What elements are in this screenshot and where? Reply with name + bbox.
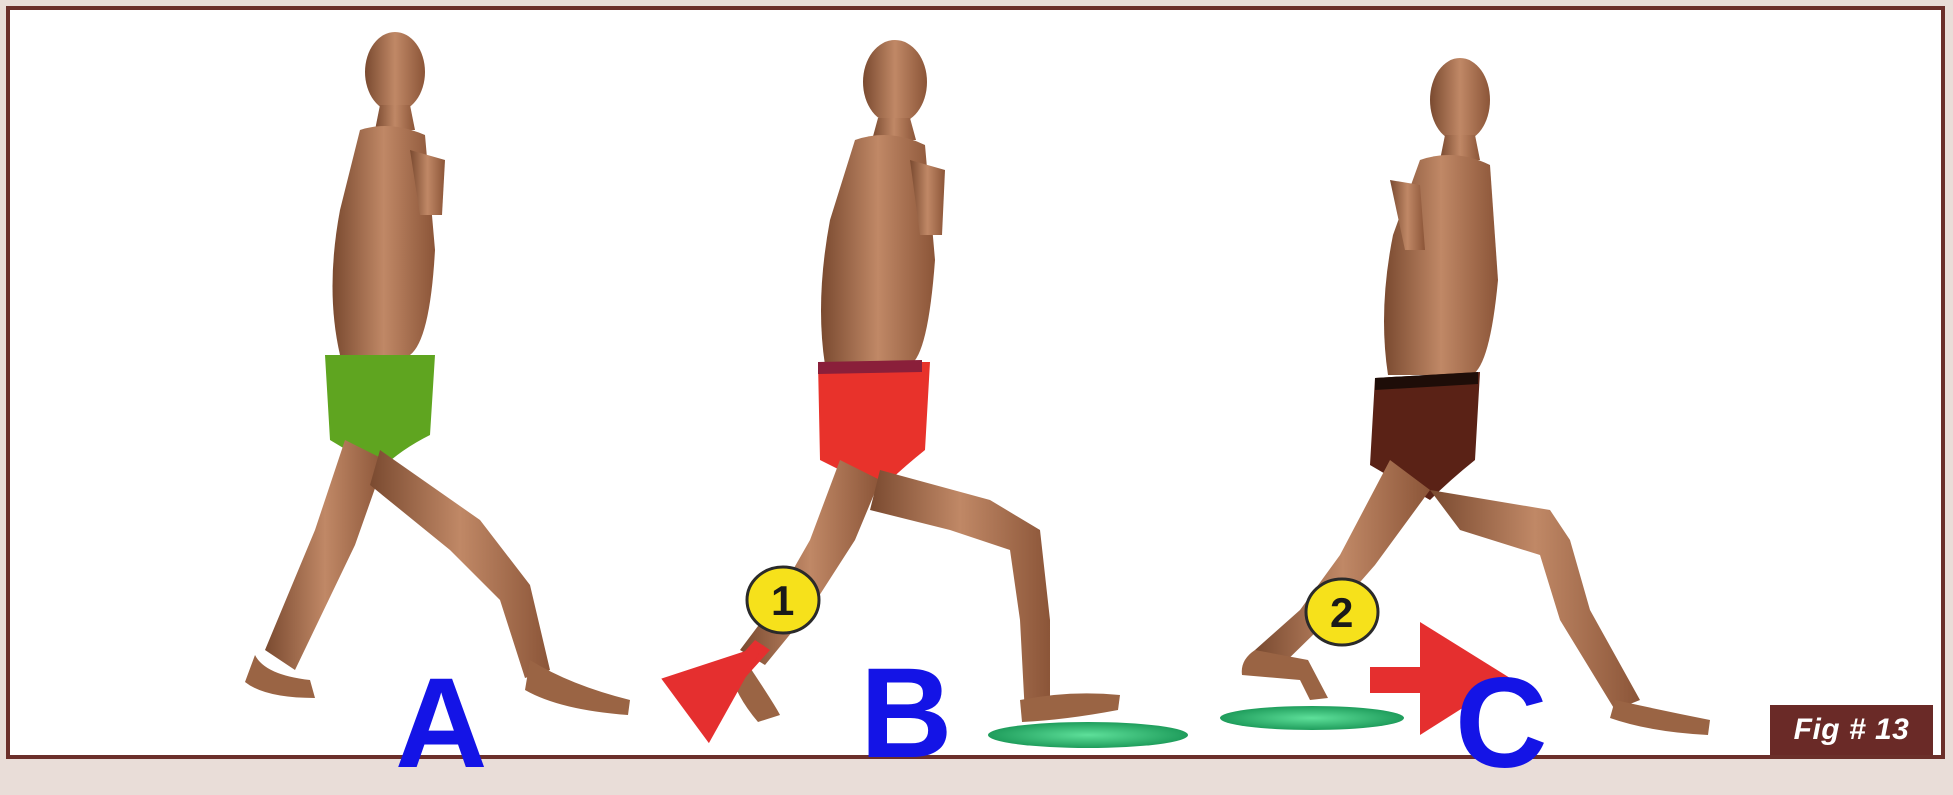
panel-label-b: B xyxy=(860,650,952,778)
figure-label: Fig # 13 xyxy=(1794,713,1910,747)
panel-label-a: A xyxy=(395,660,487,788)
figure-label-badge: Fig # 13 xyxy=(1770,705,1933,755)
shorts-b xyxy=(818,362,930,490)
figure-c-person xyxy=(1242,58,1710,735)
exercise-illustration xyxy=(10,10,1941,755)
figure-frame: 1 2 A B C Fig # 13 xyxy=(6,6,1945,759)
panel-label-c: C xyxy=(1455,660,1547,788)
marker-1-number: 1 xyxy=(771,577,794,625)
figure-a-person xyxy=(245,32,630,715)
marker-2-number: 2 xyxy=(1330,589,1353,637)
disc-c xyxy=(1220,706,1404,730)
disc-b xyxy=(988,722,1188,748)
